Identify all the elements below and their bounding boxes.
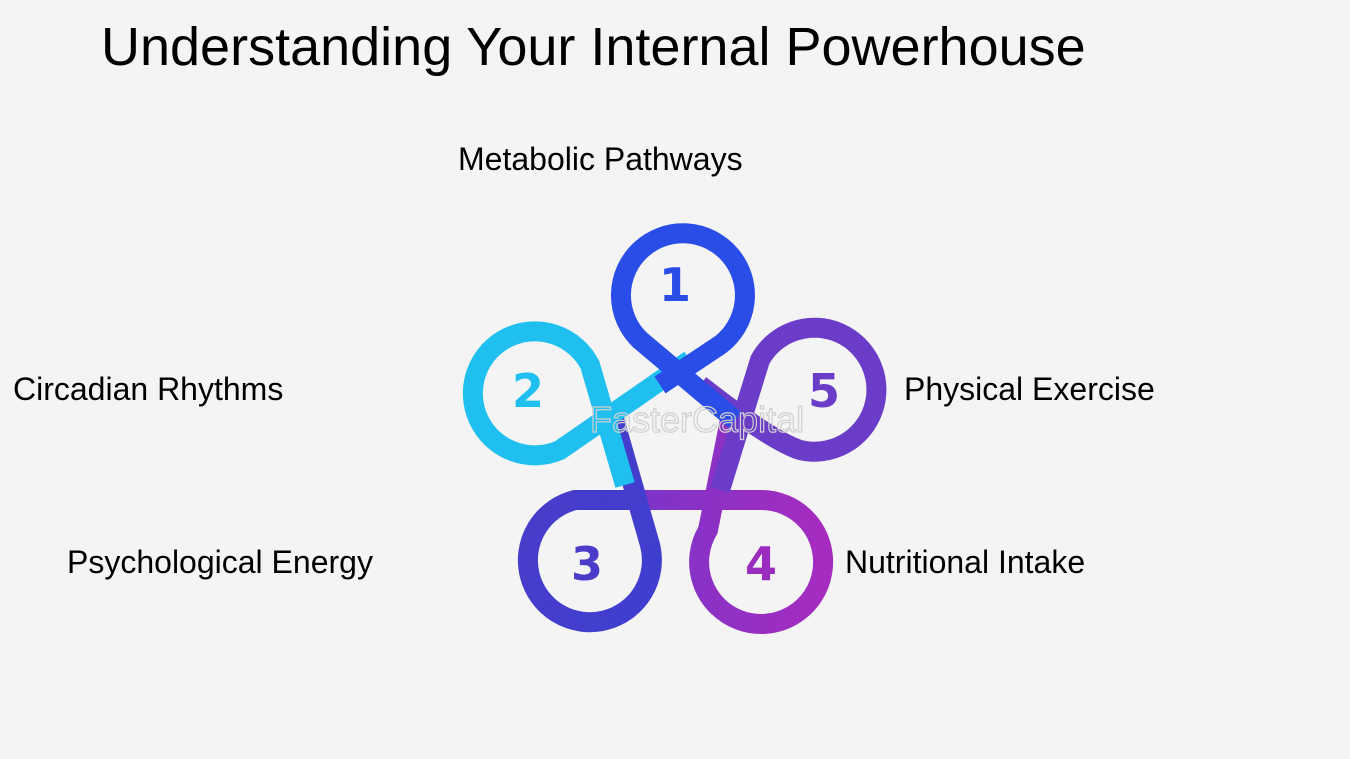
label-metabolic-pathways: Metabolic Pathways (458, 141, 743, 177)
loop-2 (462, 321, 696, 488)
loop-5 (693, 317, 887, 493)
label-nutritional-intake: Nutritional Intake (845, 544, 1086, 580)
number-3: 3 (571, 537, 603, 591)
page-title: Understanding Your Internal Powerhouse (101, 17, 1086, 77)
loop-1 (610, 223, 755, 428)
number-1: 1 (659, 258, 691, 312)
number-5: 5 (808, 364, 840, 418)
loop-4 (630, 418, 834, 634)
number-2: 2 (512, 364, 544, 418)
loop-3 (517, 402, 662, 633)
label-psychological-energy: Psychological Energy (67, 544, 373, 580)
label-physical-exercise: Physical Exercise (904, 371, 1155, 407)
label-circadian-rhythms: Circadian Rhythms (13, 371, 284, 407)
number-4: 4 (745, 537, 777, 591)
watermark-text: FasterCapital (590, 399, 804, 440)
